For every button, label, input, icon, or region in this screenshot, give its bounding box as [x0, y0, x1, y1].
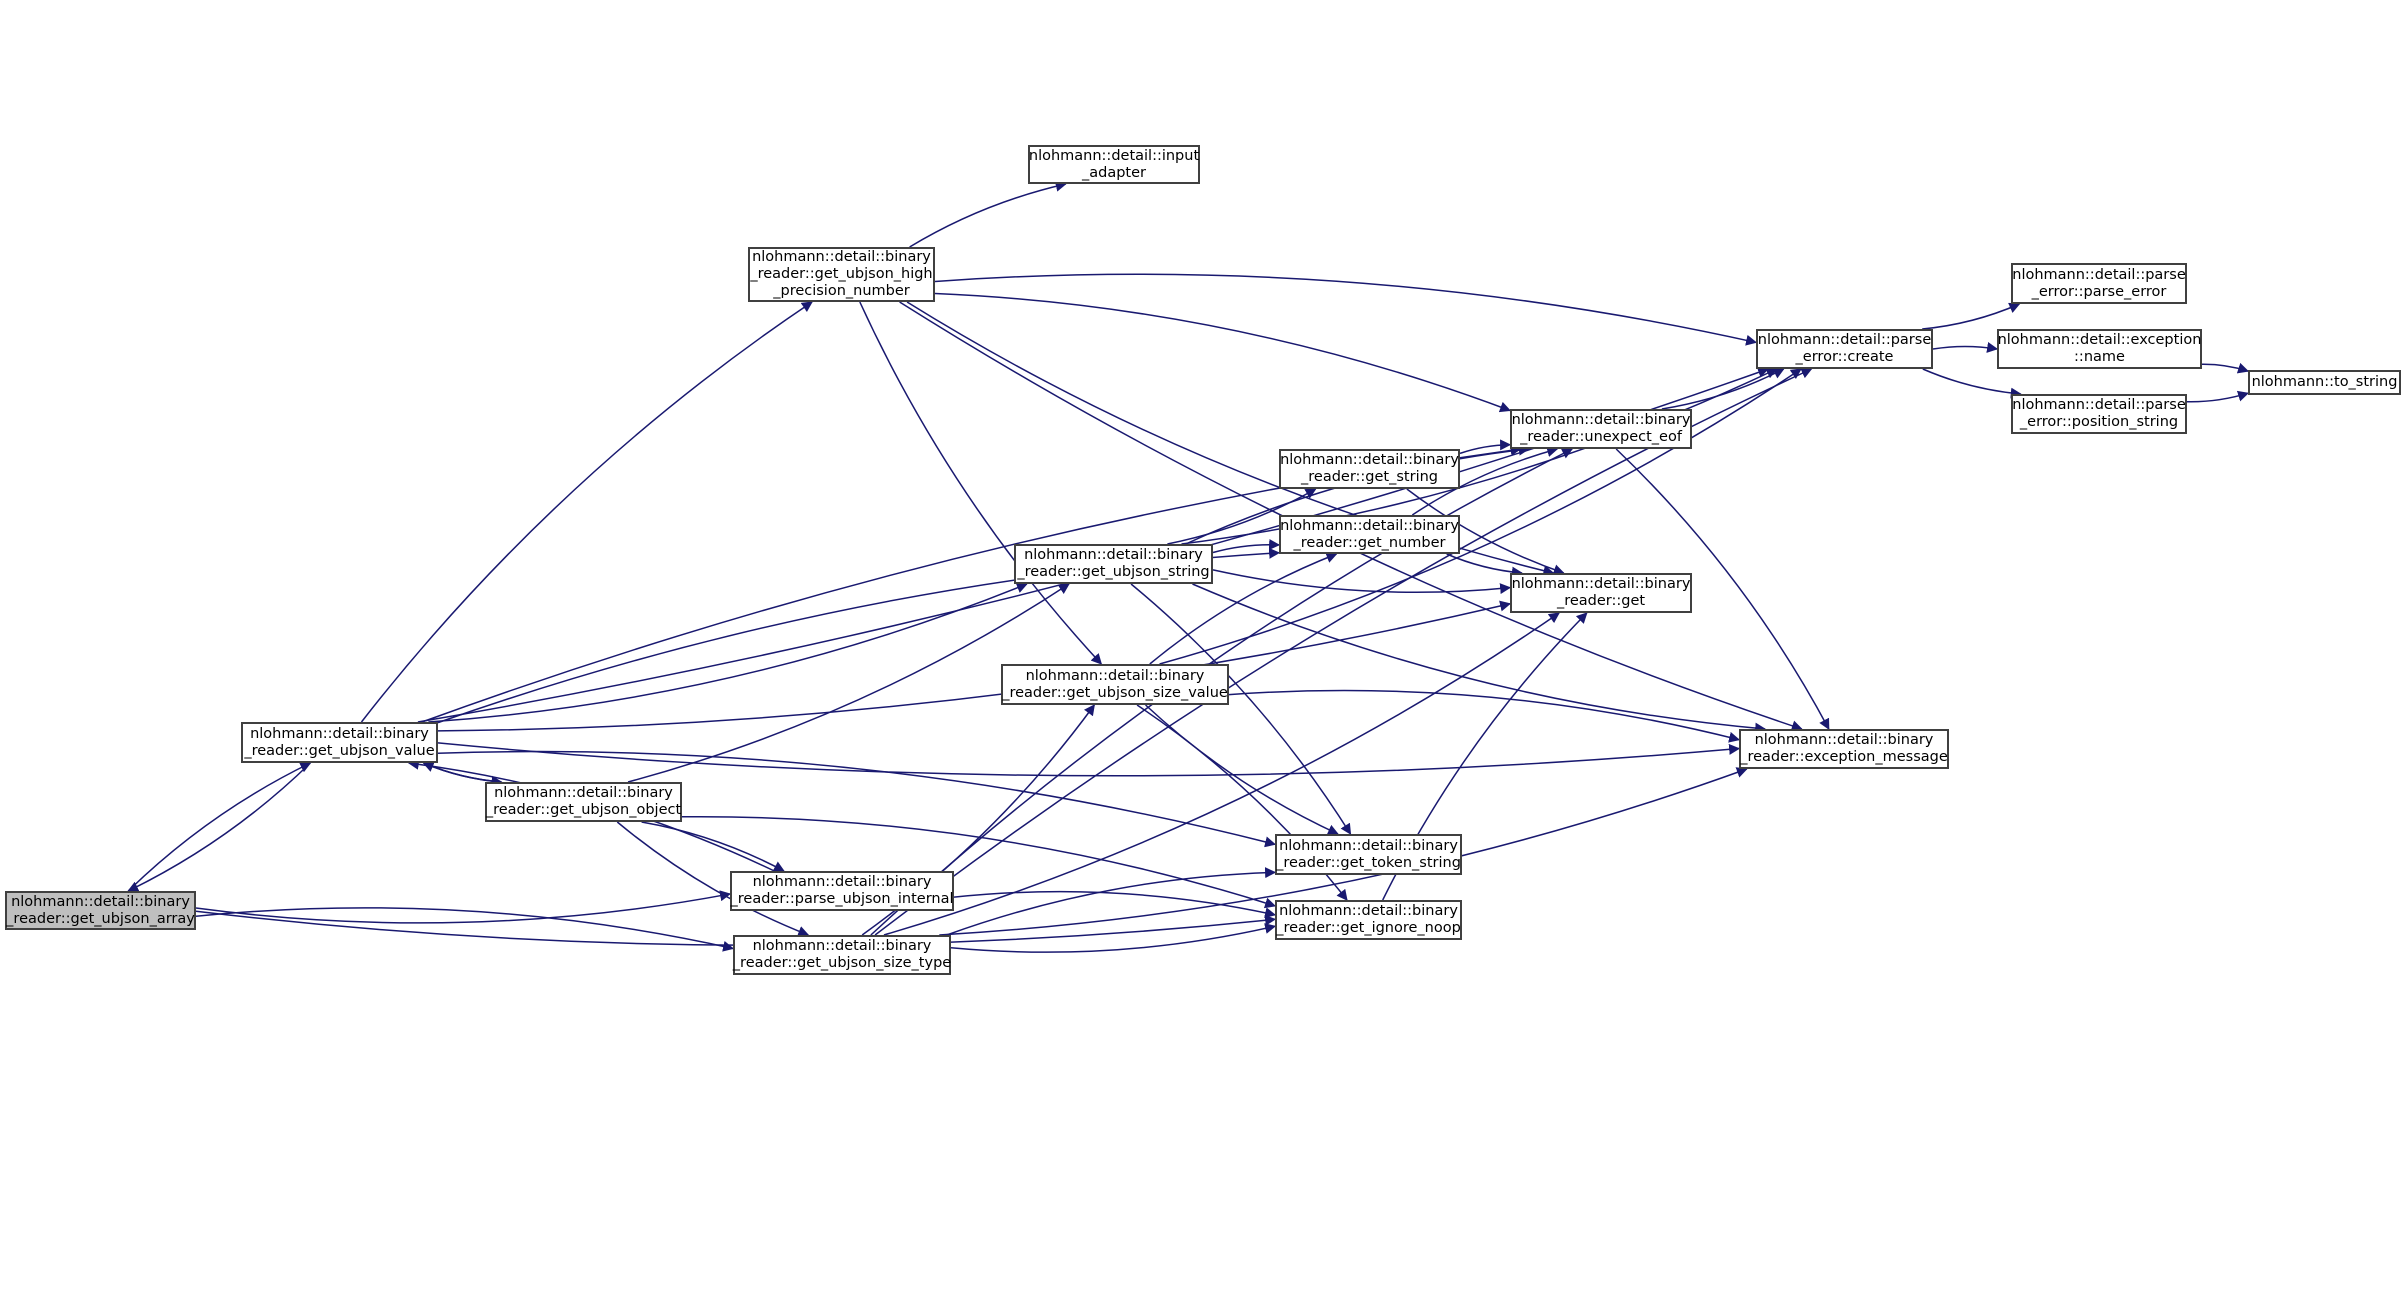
edge-get-ubjson-string-to-get-string: [1167, 488, 1317, 545]
node-get-ubjson-size-type[interactable]: nlohmann::detail::binary _reader::get_ub…: [733, 935, 951, 975]
edge-get-ubjson-value-to-get-ubjson-array: [127, 762, 311, 892]
edge-parse-error-create-to-parse-error-parse-error: [1922, 302, 2021, 330]
node-label: nlohmann::detail::binary _reader::get: [1511, 576, 1691, 609]
edge-get-ubjson-value-to-get-ubjson-string: [428, 582, 1028, 723]
edge-get-ubjson-object-to-get-ubjson-value: [422, 761, 502, 783]
node-label: nlohmann::detail::exception ::name: [1997, 332, 2202, 365]
node-get-ubjson-string[interactable]: nlohmann::detail::binary _reader::get_ub…: [1014, 544, 1213, 584]
node-get-token-string[interactable]: nlohmann::detail::binary _reader::get_to…: [1275, 834, 1462, 875]
node-get-ubjson-high-precision-number[interactable]: nlohmann::detail::binary _reader::get_ub…: [748, 247, 935, 302]
edge-get-ubjson-object-to-get-ubjson-string: [627, 583, 1070, 783]
edge-parse-error-create-to-exception-name: [1932, 342, 1999, 353]
node-parse-error-parse-error[interactable]: nlohmann::detail::parse _error::parse_er…: [2011, 263, 2187, 304]
edge-get-ubjson-size-type-to-get: [883, 612, 1560, 936]
edge-get-ubjson-size-type-to-get-ignore-noop: [950, 923, 1277, 953]
edge-get-ubjson-high-precision-number-to-unexpect-eof: [934, 292, 1512, 413]
node-get-number[interactable]: nlohmann::detail::binary _reader::get_nu…: [1279, 515, 1460, 554]
edge-get-ubjson-value-to-exception-message: [437, 742, 1741, 777]
edge-get-ubjson-object-to-get-ubjson-size-type: [616, 821, 810, 937]
node-label: nlohmann::detail::binary _reader::parse_…: [730, 874, 954, 907]
node-get-ubjson-array[interactable]: nlohmann::detail::binary _reader::get_ub…: [5, 891, 196, 930]
node-get-ignore-noop[interactable]: nlohmann::detail::binary _reader::get_ig…: [1275, 900, 1462, 940]
node-label: nlohmann::detail::input _adapter: [1028, 147, 1200, 181]
node-get-ubjson-value[interactable]: nlohmann::detail::binary _reader::get_ub…: [241, 722, 438, 763]
node-get-ubjson-size-value[interactable]: nlohmann::detail::binary _reader::get_ub…: [1001, 664, 1229, 705]
edge-get-ubjson-value-to-get-token-string: [437, 750, 1277, 848]
edge-get-ubjson-size-value-to-parse-error-create: [1159, 368, 1802, 665]
edge-get-ubjson-size-value-to-get-number: [1149, 552, 1338, 665]
node-label: nlohmann::detail::binary _reader::get_ub…: [732, 938, 952, 971]
node-label: nlohmann::detail::binary _reader::get_st…: [1280, 452, 1459, 485]
node-get-string[interactable]: nlohmann::detail::binary _reader::get_st…: [1279, 449, 1460, 489]
edge-get-ubjson-string-to-exception-message: [1192, 583, 1767, 734]
edge-get-ubjson-string-to-get: [1212, 569, 1512, 595]
node-label: nlohmann::detail::parse _error::parse_er…: [2012, 266, 2186, 300]
edge-get-ubjson-high-precision-number-to-get-ubjson-size-value: [859, 301, 1103, 665]
edge-get-ubjson-array-to-parse-ubjson-internal: [195, 890, 732, 924]
edge-unexpect-eof-to-exception-message: [1615, 448, 1830, 730]
node-unexpect-eof[interactable]: nlohmann::detail::binary _reader::unexpe…: [1510, 409, 1692, 449]
edge-unexpect-eof-to-parse-error-create: [1661, 368, 1785, 410]
node-label: nlohmann::detail::binary _reader::get_to…: [1276, 837, 1461, 871]
node-exception-name[interactable]: nlohmann::detail::exception ::name: [1997, 329, 2202, 369]
node-to-string[interactable]: nlohmann::to_string: [2248, 370, 2401, 395]
edge-get-ubjson-high-precision-number-to-parse-error-create: [934, 273, 1758, 346]
node-label: nlohmann::detail::binary _reader::get_ub…: [485, 785, 682, 818]
edge-get-string-to-get: [1406, 488, 1565, 575]
node-parse-ubjson-internal[interactable]: nlohmann::detail::binary _reader::parse_…: [730, 871, 954, 911]
edge-get-ubjson-string-to-get-number: [1212, 539, 1281, 554]
node-label: nlohmann::detail::binary _reader::get_ub…: [6, 893, 195, 927]
node-label: nlohmann::detail::binary _reader::get_ub…: [750, 249, 933, 299]
edge-get-number-to-get: [1446, 553, 1523, 578]
edge-get-ubjson-value-to-get: [437, 600, 1512, 732]
node-label: nlohmann::detail::binary _reader::get_nu…: [1280, 517, 1459, 551]
node-get[interactable]: nlohmann::detail::binary _reader::get: [1510, 573, 1692, 613]
node-get-ubjson-object[interactable]: nlohmann::detail::binary _reader::get_ub…: [485, 782, 682, 822]
edge-get-ubjson-value-to-get-ubjson-object: [423, 762, 503, 787]
edge-get-ubjson-array-to-get-ubjson-size-type: [195, 907, 735, 952]
node-label: nlohmann::detail::binary _reader::get_ub…: [1017, 547, 1210, 580]
edge-get-ubjson-high-precision-number-to-input-adapter: [909, 180, 1067, 248]
node-label: nlohmann::detail::binary _reader::get_ub…: [244, 725, 435, 759]
edge-get-ubjson-string-to-get-token-string: [1130, 583, 1352, 835]
node-label: nlohmann::detail::parse _error::position…: [2012, 397, 2186, 430]
edge-get-ubjson-size-type-to-get-token-string: [946, 867, 1277, 936]
edge-get-ubjson-value-to-get-ubjson-high-precision-number: [360, 301, 813, 723]
node-exception-message[interactable]: nlohmann::detail::binary _reader::except…: [1739, 729, 1949, 769]
edge-get-number-to-unexpect-eof: [1411, 446, 1559, 516]
edge-get-ubjson-string-to-parse-error-create: [1181, 368, 1778, 545]
edge-exception-name-to-to-string: [2201, 362, 2250, 374]
node-parse-error-create[interactable]: nlohmann::detail::parse _error::create: [1756, 329, 1933, 369]
node-input-adapter[interactable]: nlohmann::detail::input _adapter: [1028, 145, 1200, 184]
edge-get-ubjson-size-value-to-get-token-string: [1145, 704, 1339, 835]
edge-parse-error-create-to-parse-error-position-string: [1922, 368, 2022, 399]
edge-get-ubjson-array-to-get-ubjson-value: [127, 762, 312, 892]
edge-get-ubjson-object-to-parse-ubjson-internal: [641, 821, 785, 872]
node-label: nlohmann::detail::binary _reader::unexpe…: [1511, 412, 1691, 445]
node-label: nlohmann::detail::binary _reader::get_ig…: [1276, 903, 1461, 936]
node-label: nlohmann::detail::binary _reader::except…: [1740, 732, 1948, 765]
edge-get-ubjson-size-value-to-exception-message: [1228, 689, 1741, 743]
edge-get-ubjson-value-to-unexpect-eof: [421, 444, 1522, 723]
edge-parse-error-position-string-to-to-string: [2186, 390, 2250, 403]
edge-parse-ubjson-internal-to-get-ignore-noop: [953, 890, 1277, 919]
node-parse-error-position-string[interactable]: nlohmann::detail::parse _error::position…: [2011, 394, 2187, 434]
node-label: nlohmann::detail::parse _error::create: [1757, 332, 1932, 365]
node-label: nlohmann::detail::binary _reader::get_ub…: [1002, 667, 1228, 701]
edge-get-ubjson-size-type-to-exception-message: [939, 767, 1748, 936]
edge-get-string-to-unexpect-eof: [1459, 439, 1512, 455]
node-label: nlohmann::to_string: [2251, 374, 2398, 390]
